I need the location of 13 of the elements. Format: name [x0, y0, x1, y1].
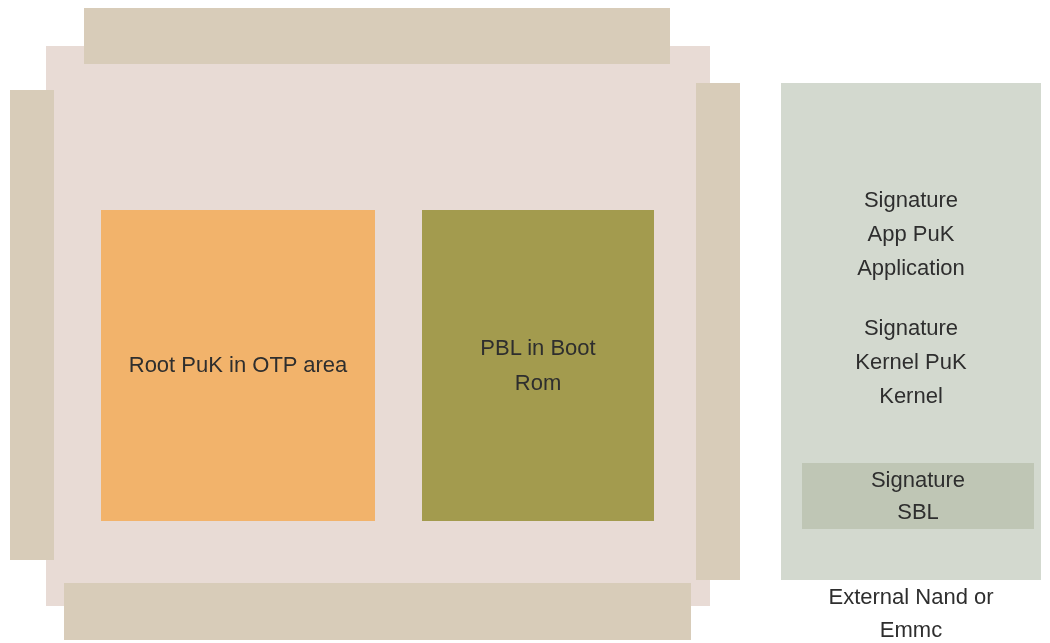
storage-label: External Nand or Emmc: [827, 583, 995, 643]
chip-pin-bar: [84, 8, 670, 64]
box-label: Root PuK in OTP area: [128, 351, 348, 380]
block-box: [101, 210, 375, 521]
box-label: Signature Kernel PuK Kernel: [854, 314, 968, 411]
block-box: [802, 463, 1034, 529]
chip-pin-bar: [64, 583, 691, 640]
box-label: Signature SBL: [869, 466, 967, 526]
box-label: Signature App PuK Application: [856, 186, 966, 283]
block-box: [422, 210, 654, 521]
chip-pin-bar: [10, 90, 54, 560]
chip-pin-bar: [696, 83, 740, 580]
box-label: PBL in Boot Rom: [479, 334, 597, 397]
